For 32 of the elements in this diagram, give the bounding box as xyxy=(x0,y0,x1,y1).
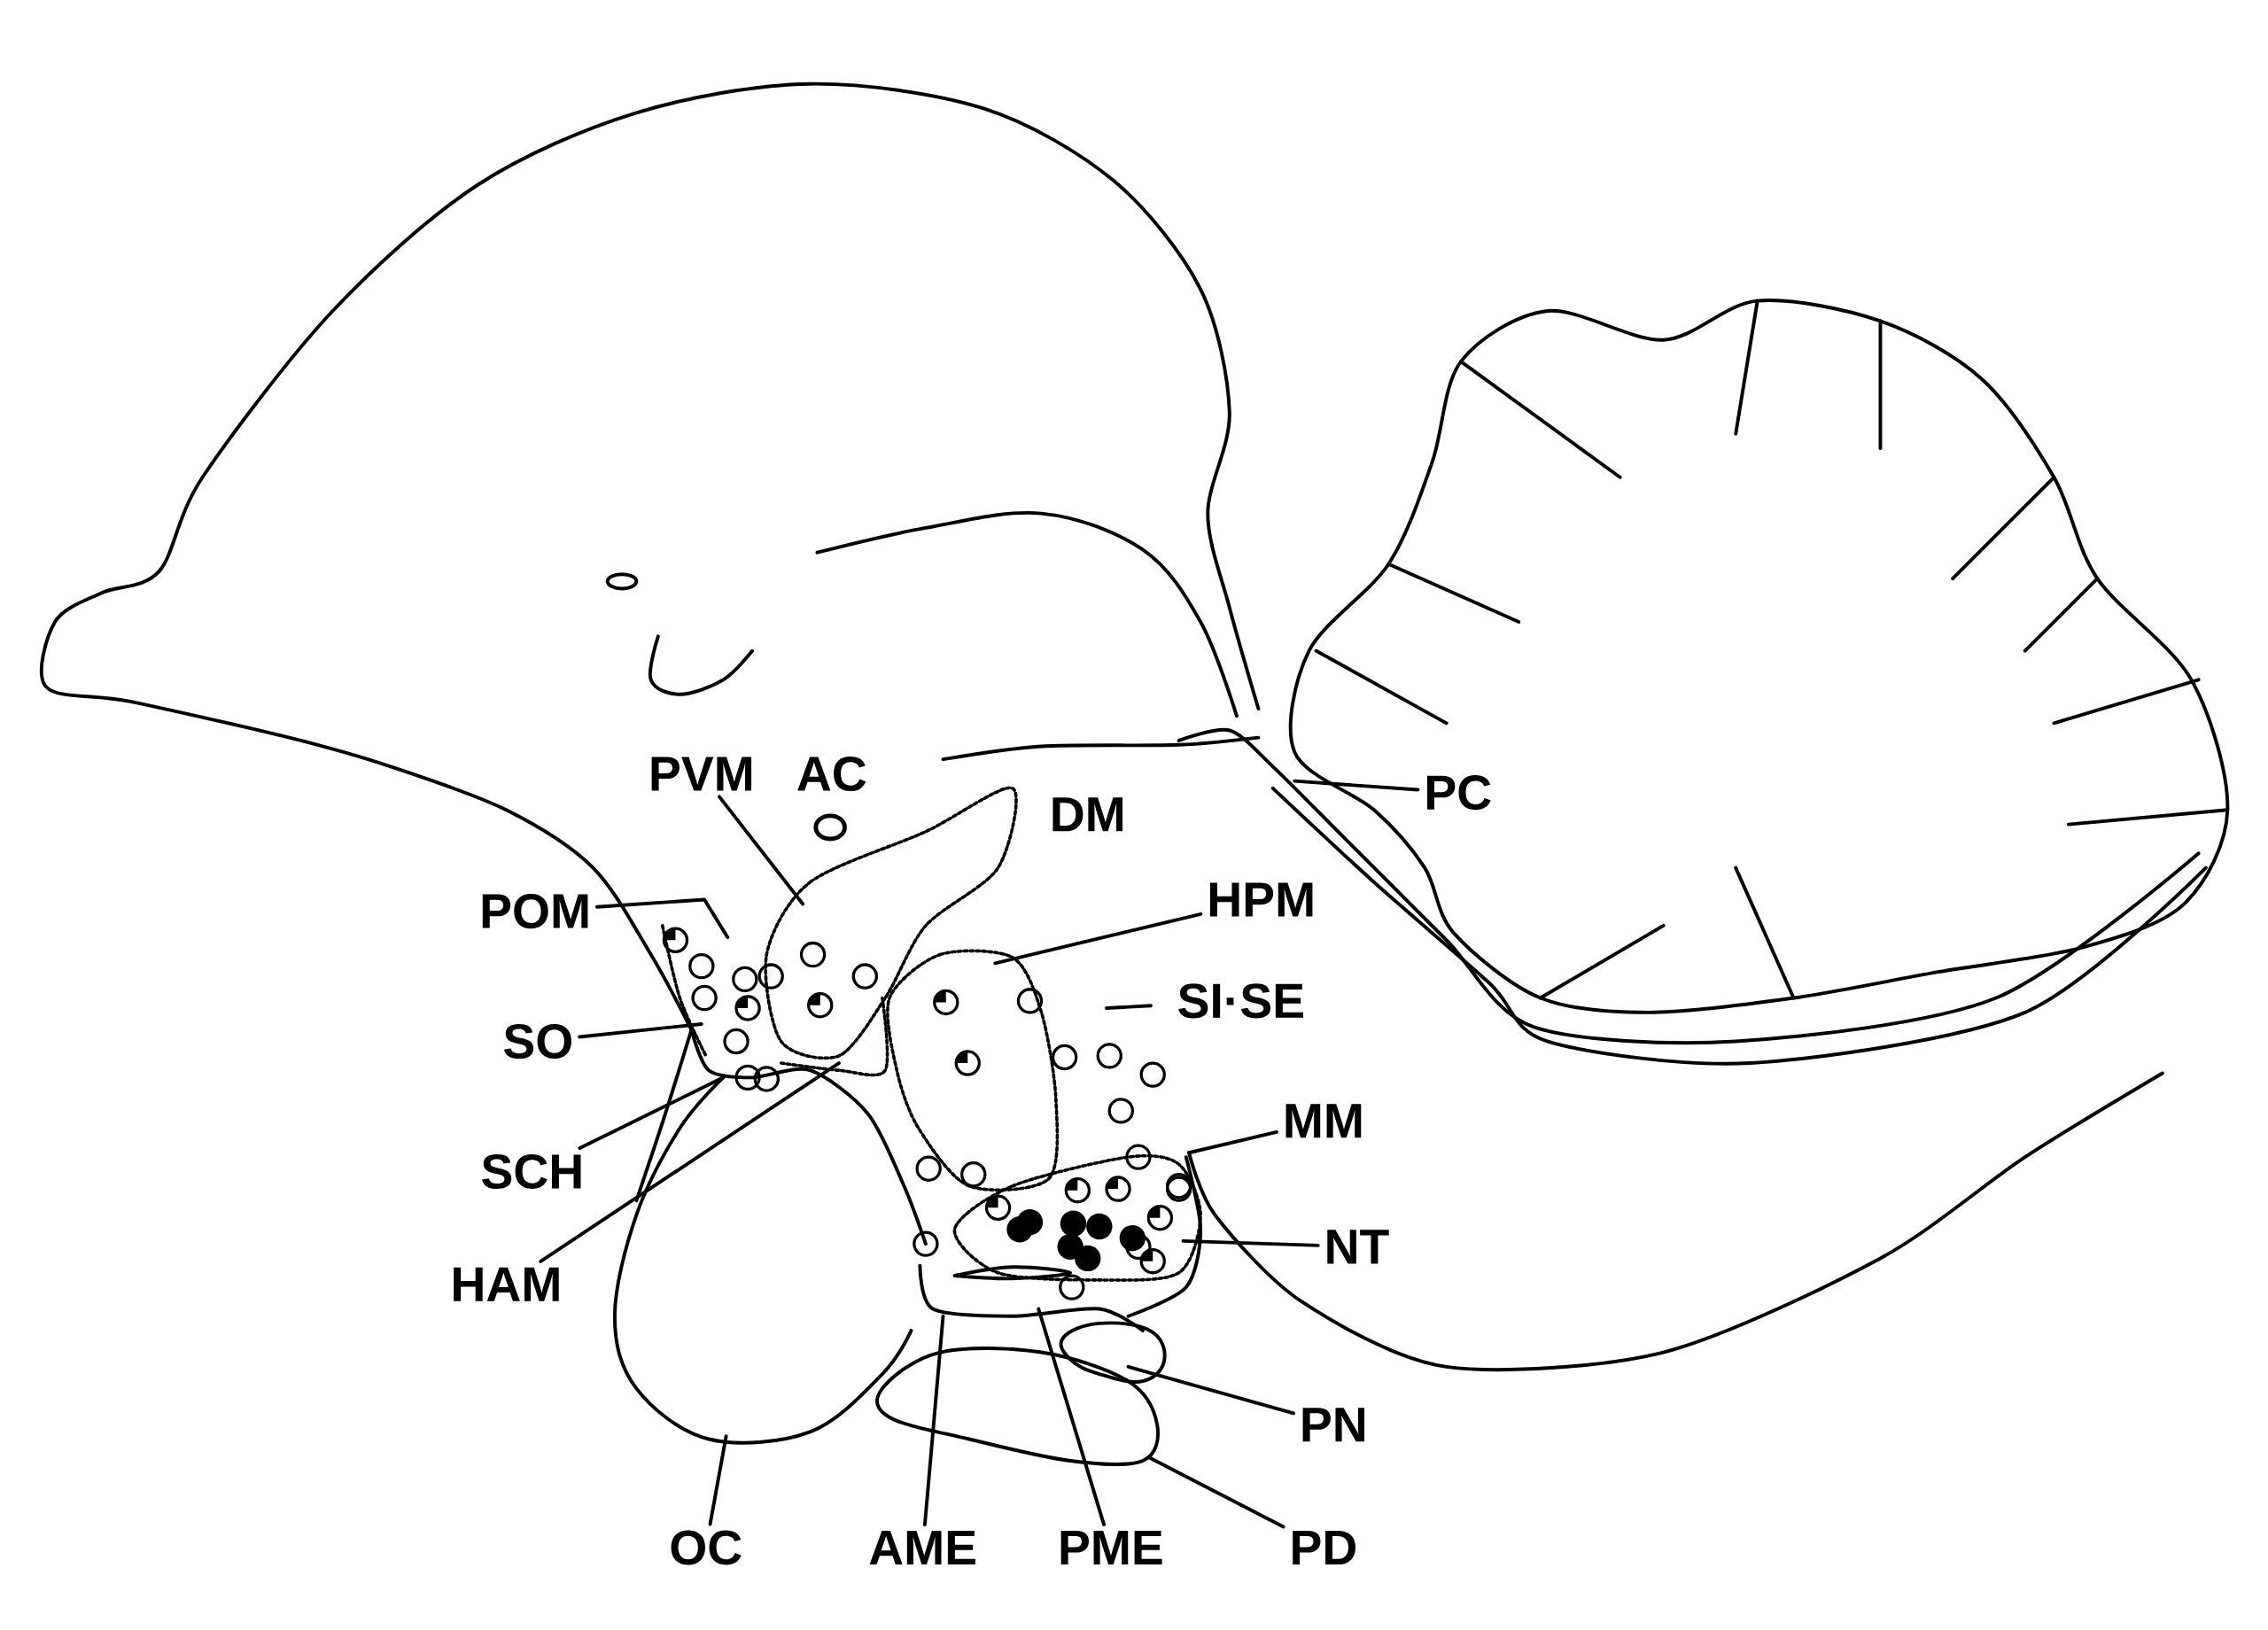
region-label: POM xyxy=(482,894,588,929)
region-label: PME xyxy=(1060,1530,1162,1564)
leader-line xyxy=(922,1314,945,1527)
region-label: PVM xyxy=(651,757,752,791)
leader-line xyxy=(595,897,730,939)
region-label: OC xyxy=(671,1530,742,1565)
region-label: NT xyxy=(1327,1230,1389,1264)
region-label: DM xyxy=(1052,797,1123,832)
region-label: SI·SE xyxy=(1178,983,1303,1019)
region-label: PC xyxy=(1427,775,1491,811)
region-label: PN xyxy=(1302,1408,1364,1442)
region-label: MM xyxy=(1285,1104,1362,1138)
region-label: SCH xyxy=(482,1153,581,1190)
leader-line xyxy=(1187,1129,1278,1155)
leader-line xyxy=(708,1434,728,1526)
region-label: PD xyxy=(1293,1530,1355,1564)
leader-line xyxy=(1105,1004,1153,1010)
region-label: AME xyxy=(869,1530,975,1564)
leader-line xyxy=(1037,1307,1107,1527)
leader-line xyxy=(539,1061,841,1263)
leader-line xyxy=(718,795,805,906)
leader-line xyxy=(1293,779,1420,792)
leader-line xyxy=(578,1022,703,1039)
region-label: HAM xyxy=(454,1267,559,1301)
leader-line xyxy=(1181,1238,1320,1247)
leader-line xyxy=(1126,1364,1295,1416)
region-label: HPM xyxy=(1209,882,1313,917)
leader-line xyxy=(993,912,1203,966)
leader-line xyxy=(1148,1455,1285,1529)
region-label: SO xyxy=(504,1023,571,1060)
region-label: AC xyxy=(797,756,866,792)
leader-line xyxy=(578,1075,726,1150)
